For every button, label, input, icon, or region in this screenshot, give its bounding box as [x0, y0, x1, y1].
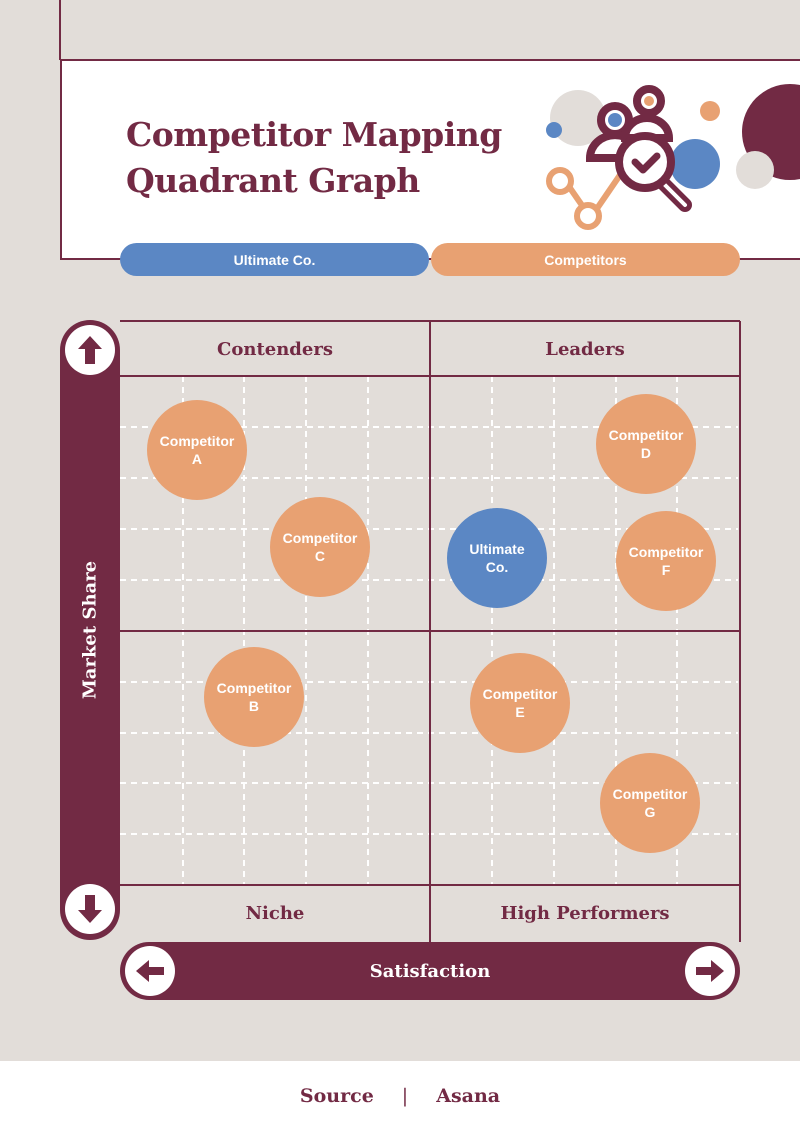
x-axis-bar	[120, 942, 740, 1000]
legend-ultimate-co: Ultimate Co.	[120, 243, 429, 276]
bubble-ultimate-co: Ultimate Co.	[447, 508, 547, 608]
arrow-left-icon	[125, 946, 175, 996]
bubble-competitor-e: Competitor E	[470, 653, 570, 753]
bubble-competitor-f: Competitor F	[616, 511, 716, 611]
legend-competitors-label: Competitors	[544, 251, 627, 268]
x-axis-title: Satisfaction	[369, 960, 491, 982]
quadrant-label-high-performers: High Performers	[500, 902, 670, 924]
footer: Source | Asana	[0, 1061, 800, 1131]
bubble-competitor-a: Competitor A	[147, 400, 247, 500]
bubble-competitor-c: Competitor C	[270, 497, 370, 597]
y-axis-title: Market Share	[79, 560, 101, 700]
arrow-up-icon	[65, 325, 115, 375]
quadrant-label-niche: Niche	[245, 902, 305, 924]
source-value: Asana	[436, 1085, 501, 1107]
legend-competitors: Competitors	[431, 243, 740, 276]
frame-line-vertical	[59, 0, 61, 60]
page-title: Competitor Mapping Quadrant Graph	[126, 112, 526, 204]
bubble-competitor-g: Competitor G	[600, 753, 700, 853]
arrow-down-icon	[65, 884, 115, 934]
legend-ultimate-label: Ultimate Co.	[233, 251, 316, 268]
quadrant-label-contenders: Contenders	[217, 338, 333, 360]
bubble-competitor-d: Competitor D	[596, 394, 696, 494]
quadrant-label-leaders: Leaders	[545, 338, 625, 360]
title-line-2: Quadrant Graph	[126, 161, 420, 200]
bubble-competitor-b: Competitor B	[204, 647, 304, 747]
arrow-right-icon	[685, 946, 735, 996]
source-separator: |	[401, 1085, 409, 1107]
search-people-illustration-icon	[546, 84, 800, 230]
title-line-1: Competitor Mapping	[126, 115, 502, 154]
source-label: Source	[299, 1085, 374, 1107]
y-axis-bar	[60, 320, 120, 940]
